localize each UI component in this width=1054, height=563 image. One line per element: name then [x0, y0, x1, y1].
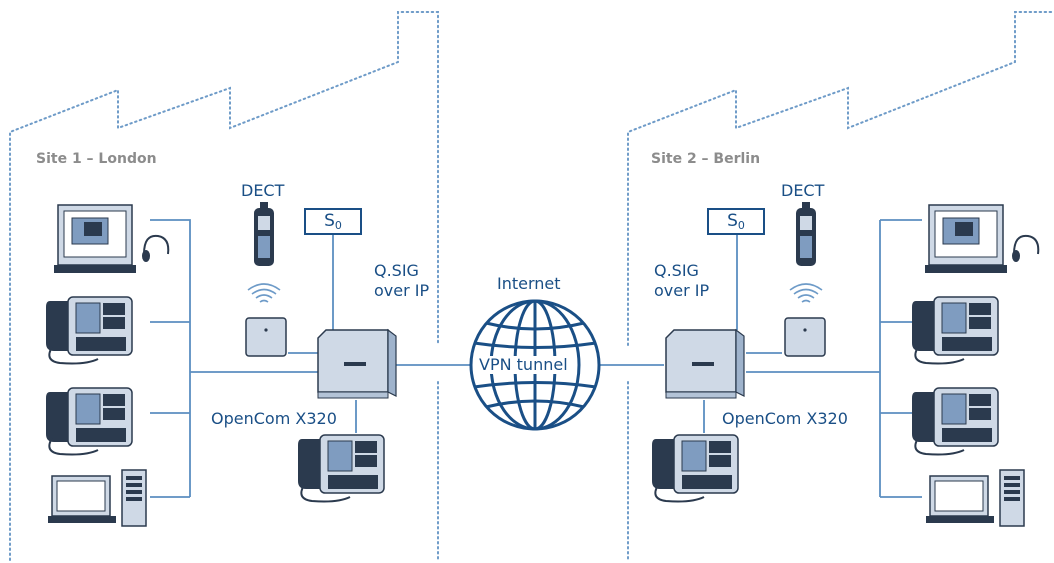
site2-building-outline: [627, 11, 1054, 561]
site1-s0-text: S: [324, 211, 335, 231]
site2-s0-box: S0: [707, 208, 765, 235]
internet-label: Internet: [497, 274, 561, 293]
site1-pc-icon: [47, 469, 147, 527]
site1-headset-icon: [141, 234, 170, 263]
site1-phone-2-icon: [45, 387, 133, 456]
site1-dect-handset-icon: [254, 202, 274, 266]
site1-pbx-icon: [317, 329, 397, 399]
site1-s0-subscript: 0: [334, 219, 342, 232]
site2-phone-1-icon: [911, 296, 999, 365]
site2-pbx-label: OpenCom X320: [722, 409, 848, 428]
site2-pbx-phone-icon: [651, 434, 739, 503]
site1-pbx-label: OpenCom X320: [211, 409, 337, 428]
site2-s0-subscript: 0: [737, 219, 745, 232]
network-lines: [150, 219, 922, 498]
site1-base-station-icon: [245, 317, 287, 357]
site2-pbx-icon: [665, 329, 745, 399]
site2-s0-text: S: [727, 211, 738, 231]
site2-base-station-icon: [784, 317, 826, 357]
site1-pbx-phone-icon: [297, 434, 385, 503]
vpn-tunnel-label: VPN tunnel: [474, 356, 573, 374]
site2-dect-handset-icon: [796, 202, 816, 266]
site1-s0-box: S0: [304, 208, 362, 235]
site2-pc-icon: [925, 469, 1025, 527]
site2-console-monitor-icon: [924, 204, 1008, 274]
site1-label: Site 1 – London: [36, 151, 157, 167]
site2-phone-2-icon: [911, 387, 999, 456]
site1-dect-label: DECT: [241, 181, 285, 200]
site2-qsig-line2: over IP: [654, 281, 710, 300]
site1-phone-1-icon: [45, 296, 133, 365]
site2-label: Site 2 – Berlin: [651, 151, 761, 167]
site1-qsig-line2: over IP: [374, 281, 430, 300]
site2-qsig-line1: Q.SIG: [654, 261, 699, 280]
site2-headset-icon: [1011, 234, 1040, 263]
site1-radio-waves-icon: [247, 283, 281, 303]
site1-qsig-line1: Q.SIG: [374, 261, 419, 280]
site2-radio-waves-icon: [789, 283, 823, 303]
site1-building-outline: [9, 11, 439, 561]
site1-console-monitor-icon: [53, 204, 137, 274]
site2-dect-label: DECT: [781, 181, 825, 200]
